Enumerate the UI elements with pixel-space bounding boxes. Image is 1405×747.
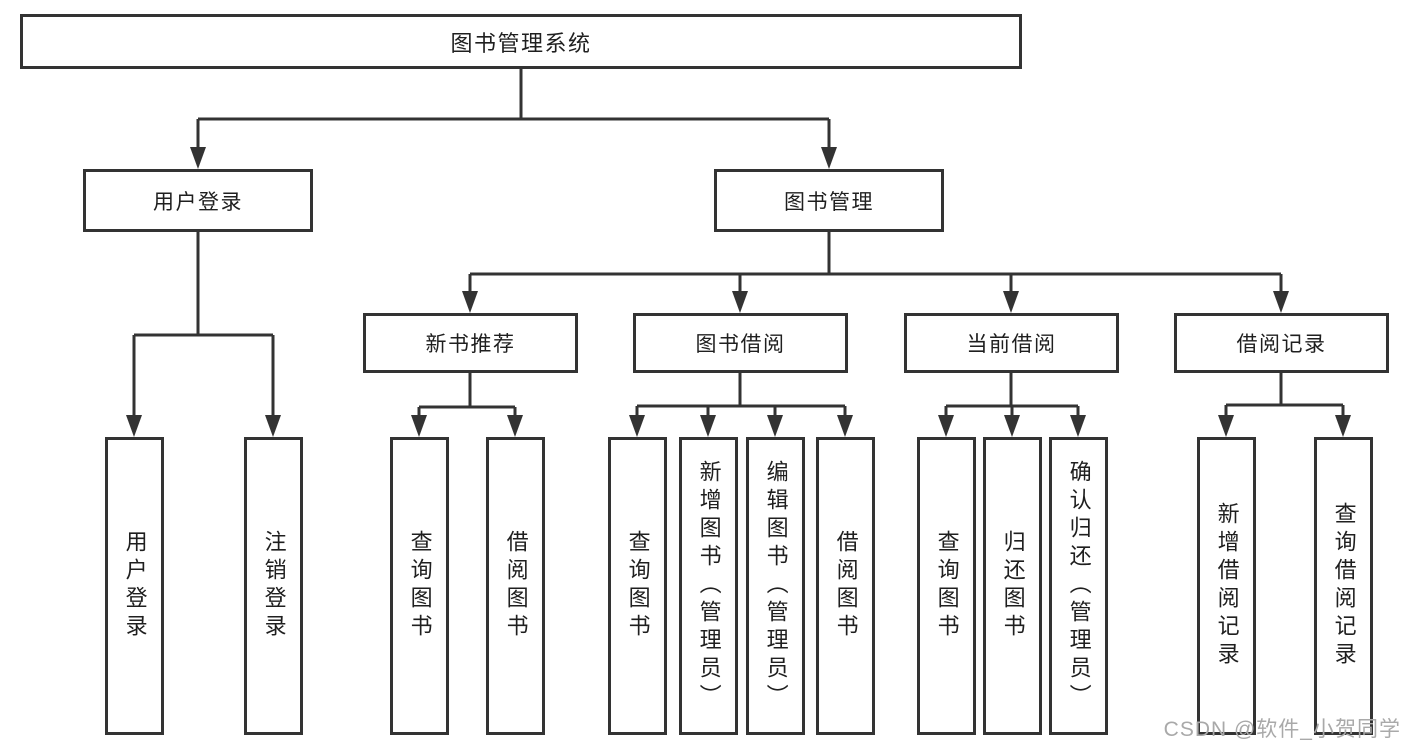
leaf-add-book-admin-label: 新增图书（管理员） <box>696 460 722 712</box>
node-user-login-label: 用户登录 <box>153 190 243 214</box>
leaf-borrow-query-book: 查询图书 <box>608 437 667 735</box>
leaf-recommend-query-book-label: 查询图书 <box>407 530 433 642</box>
leaf-confirm-return-admin-label: 确认归还（管理员） <box>1066 460 1092 712</box>
leaf-add-borrow-record-label: 新增借阅记录 <box>1214 502 1240 670</box>
arrowheads <box>126 147 1351 437</box>
leaf-borrow-query-book-label: 查询图书 <box>625 530 651 642</box>
node-new-book-recommend-label: 新书推荐 <box>425 333 516 356</box>
leaf-logout: 注销登录 <box>244 437 303 735</box>
leaf-confirm-return-admin: 确认归还（管理员） <box>1049 437 1108 735</box>
node-borrow-records-label: 借阅记录 <box>1236 333 1327 356</box>
leaf-recommend-borrow-book-label: 借阅图书 <box>503 530 529 642</box>
node-current-borrow-label: 当前借阅 <box>966 333 1057 356</box>
leaf-edit-book-admin: 编辑图书（管理员） <box>746 437 805 735</box>
leaf-user-login: 用户登录 <box>105 437 164 735</box>
leaf-return-book: 归还图书 <box>983 437 1042 735</box>
leaf-add-borrow-record: 新增借阅记录 <box>1197 437 1256 735</box>
node-root: 图书管理系统 <box>20 14 1022 69</box>
leaf-borrow-book-label: 借阅图书 <box>833 530 859 642</box>
node-current-borrow: 当前借阅 <box>904 313 1119 373</box>
leaf-user-login-label: 用户登录 <box>122 530 148 642</box>
leaf-add-book-admin: 新增图书（管理员） <box>679 437 738 735</box>
leaf-current-query-book-label: 查询图书 <box>934 530 960 642</box>
node-book-borrow: 图书借阅 <box>633 313 848 373</box>
leaf-current-query-book: 查询图书 <box>917 437 976 735</box>
leaf-edit-book-admin-label: 编辑图书（管理员） <box>763 460 789 712</box>
node-book-management-label: 图书管理 <box>784 190 874 214</box>
leaf-query-borrow-record: 查询借阅记录 <box>1314 437 1373 735</box>
leaf-query-borrow-record-label: 查询借阅记录 <box>1331 502 1357 670</box>
leaf-recommend-borrow-book: 借阅图书 <box>486 437 545 735</box>
node-borrow-records: 借阅记录 <box>1174 313 1389 373</box>
leaf-borrow-book: 借阅图书 <box>816 437 875 735</box>
node-book-management: 图书管理 <box>714 169 944 232</box>
watermark: CSDN @软件_小贺同学 <box>1163 718 1401 741</box>
node-book-borrow-label: 图书借阅 <box>695 333 786 356</box>
leaf-return-book-label: 归还图书 <box>1000 530 1026 642</box>
leaf-recommend-query-book: 查询图书 <box>390 437 449 735</box>
node-root-label: 图书管理系统 <box>450 30 592 56</box>
node-user-login: 用户登录 <box>83 169 313 232</box>
leaf-logout-label: 注销登录 <box>261 530 287 642</box>
node-new-book-recommend: 新书推荐 <box>363 313 578 373</box>
